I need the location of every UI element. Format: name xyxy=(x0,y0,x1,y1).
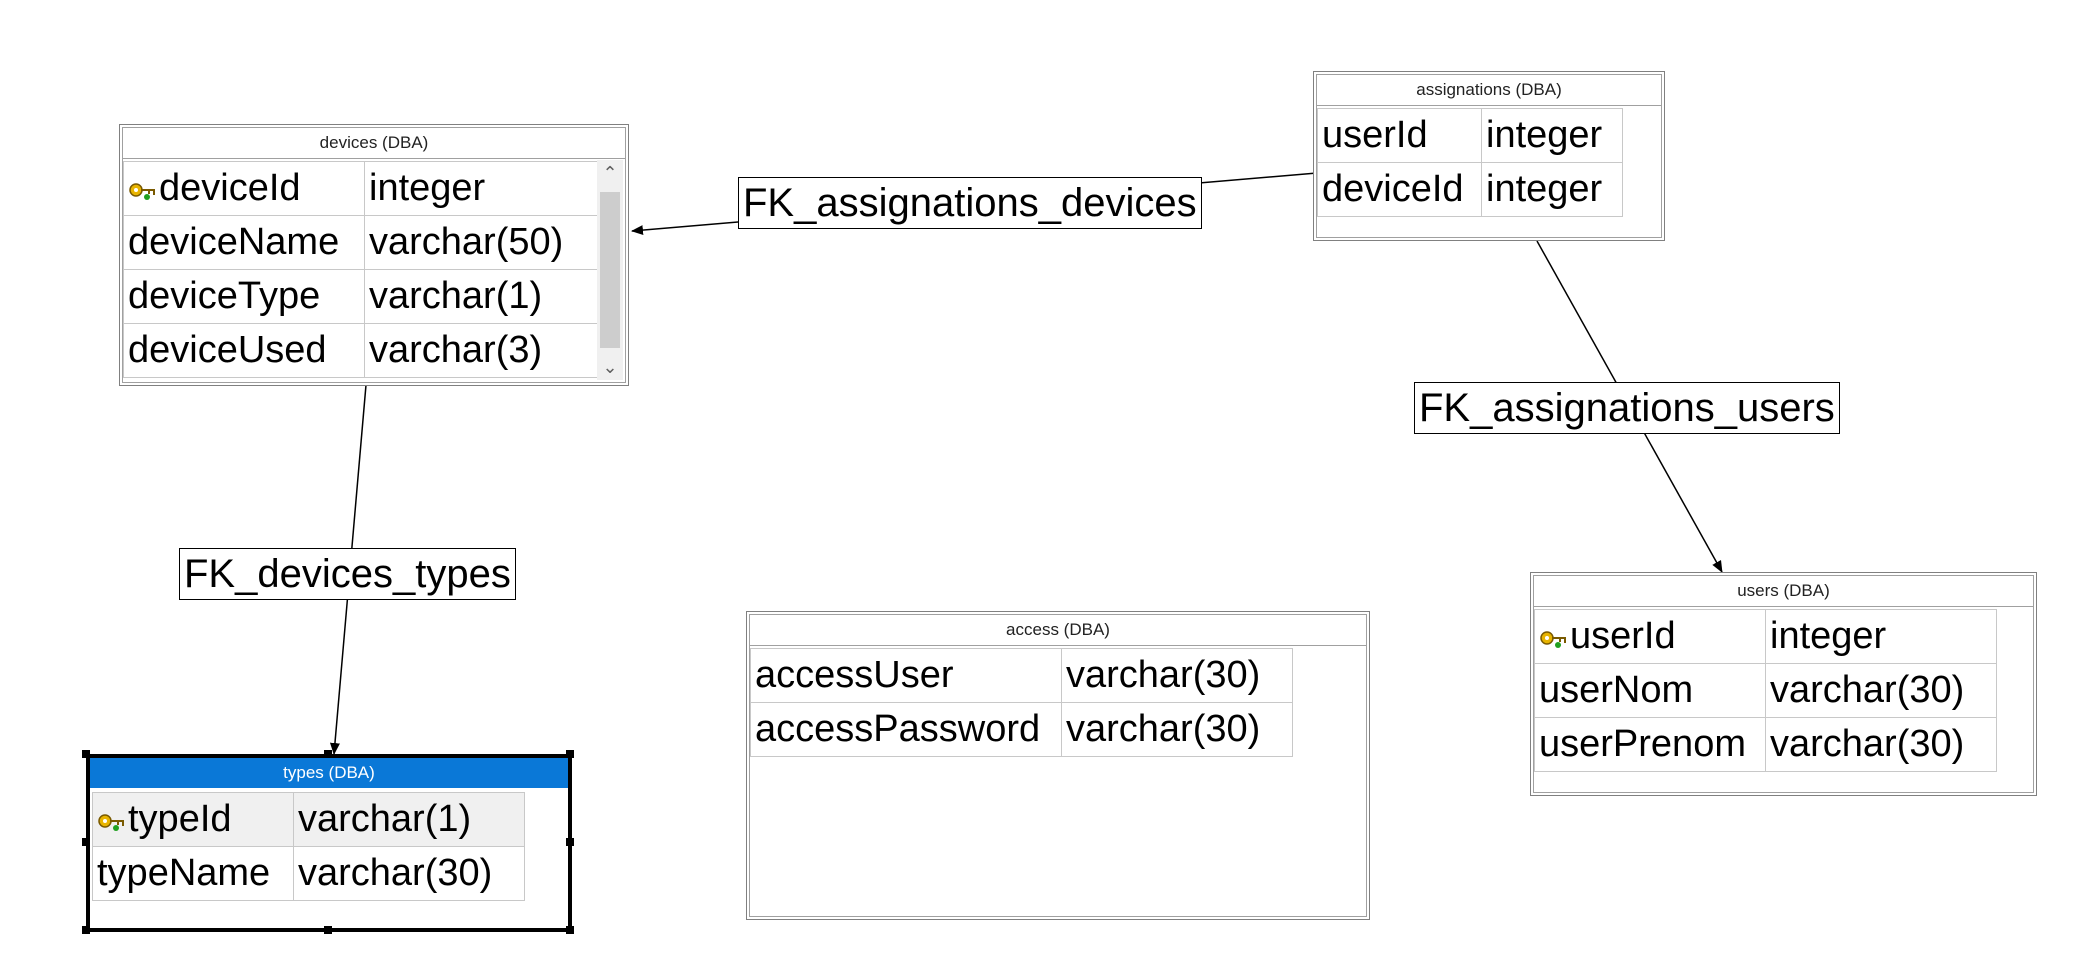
devices-table[interactable]: devices (DBA) deviceId integer deviceNam… xyxy=(119,124,629,386)
column-type: integer xyxy=(1481,108,1623,163)
resize-handle[interactable] xyxy=(566,926,574,934)
column-row[interactable]: deviceType varchar(1) xyxy=(123,269,598,324)
resize-handle[interactable] xyxy=(566,838,574,846)
column-row[interactable]: typeId varchar(1) xyxy=(92,792,525,847)
users-table-title[interactable]: users (DBA) xyxy=(1534,576,2033,607)
column-name: typeId xyxy=(128,798,232,840)
column-name-cell: deviceId xyxy=(123,161,365,216)
column-name: deviceName xyxy=(123,215,365,270)
column-row[interactable]: userPrenom varchar(30) xyxy=(1534,717,1997,772)
column-name: userPrenom xyxy=(1534,717,1766,772)
access-columns: accessUser varchar(30) accessPassword va… xyxy=(750,648,1293,757)
devices-columns: deviceId integer deviceName varchar(50) … xyxy=(123,161,598,378)
column-name: typeName xyxy=(92,846,294,901)
fk-devices-types-label[interactable]: FK_devices_types xyxy=(179,548,516,600)
column-row[interactable]: accessPassword varchar(30) xyxy=(750,702,1293,757)
column-name: userNom xyxy=(1534,663,1766,718)
column-name: deviceId xyxy=(159,167,301,209)
column-type: varchar(50) xyxy=(364,215,598,270)
key-icon xyxy=(128,178,158,202)
column-row[interactable]: deviceId integer xyxy=(123,161,598,216)
column-row[interactable]: deviceName varchar(50) xyxy=(123,215,598,270)
column-name: deviceId xyxy=(1317,162,1482,217)
column-row[interactable]: typeName varchar(30) xyxy=(92,846,525,901)
column-type: varchar(30) xyxy=(1765,717,1997,772)
column-row[interactable]: userNom varchar(30) xyxy=(1534,663,1997,718)
column-row[interactable]: deviceUsed varchar(3) xyxy=(123,323,598,378)
column-name: deviceUsed xyxy=(123,323,365,378)
fk-assignations-devices-label[interactable]: FK_assignations_devices xyxy=(738,177,1202,229)
column-type: integer xyxy=(1481,162,1623,217)
column-row[interactable]: accessUser varchar(30) xyxy=(750,648,1293,703)
key-icon xyxy=(1539,626,1569,650)
fk-assignations-users-label[interactable]: FK_assignations_users xyxy=(1414,382,1840,434)
column-type: varchar(30) xyxy=(1061,648,1293,703)
column-name-cell: userId xyxy=(1534,609,1766,664)
resize-handle[interactable] xyxy=(82,750,90,758)
column-name: deviceType xyxy=(123,269,365,324)
column-type: varchar(3) xyxy=(364,323,598,378)
column-row[interactable]: userId integer xyxy=(1534,609,1997,664)
chevron-up-icon[interactable]: ⌃ xyxy=(602,163,618,183)
column-row[interactable]: userId integer xyxy=(1317,108,1623,163)
column-type: varchar(30) xyxy=(1765,663,1997,718)
resize-handle[interactable] xyxy=(324,750,332,758)
assignations-columns: userId integer deviceId integer xyxy=(1317,108,1623,217)
column-type: varchar(30) xyxy=(293,846,525,901)
devices-table-title[interactable]: devices (DBA) xyxy=(123,128,625,159)
column-type: varchar(1) xyxy=(364,269,598,324)
users-table[interactable]: users (DBA) userId integer userNom varch… xyxy=(1530,572,2037,796)
column-type: integer xyxy=(1765,609,1997,664)
column-name: accessPassword xyxy=(750,702,1062,757)
column-name-cell: typeId xyxy=(92,792,294,847)
assignations-table-title[interactable]: assignations (DBA) xyxy=(1317,75,1661,106)
access-table[interactable]: access (DBA) accessUser varchar(30) acce… xyxy=(746,611,1370,920)
assignations-table[interactable]: assignations (DBA) userId integer device… xyxy=(1313,71,1665,241)
chevron-down-icon[interactable]: ⌄ xyxy=(602,357,618,377)
access-table-title[interactable]: access (DBA) xyxy=(750,615,1366,646)
key-icon xyxy=(97,809,127,833)
column-row[interactable]: deviceId integer xyxy=(1317,162,1623,217)
types-table-title[interactable]: types (DBA) xyxy=(90,758,568,790)
types-columns: typeId varchar(1) typeName varchar(30) xyxy=(92,792,525,901)
column-type: varchar(30) xyxy=(1061,702,1293,757)
users-columns: userId integer userNom varchar(30) userP… xyxy=(1534,609,1997,772)
column-name: userId xyxy=(1570,615,1676,657)
types-table[interactable]: types (DBA) typeId varchar(1) typeName v… xyxy=(86,754,572,932)
column-type: integer xyxy=(364,161,598,216)
devices-scrollbar[interactable]: ⌃ ⌄ xyxy=(597,160,623,380)
column-name: userId xyxy=(1317,108,1482,163)
scrollbar-thumb[interactable] xyxy=(600,192,620,348)
resize-handle[interactable] xyxy=(82,838,90,846)
column-type: varchar(1) xyxy=(293,792,525,847)
resize-handle[interactable] xyxy=(324,926,332,934)
resize-handle[interactable] xyxy=(566,750,574,758)
resize-handle[interactable] xyxy=(82,926,90,934)
column-name: accessUser xyxy=(750,648,1062,703)
